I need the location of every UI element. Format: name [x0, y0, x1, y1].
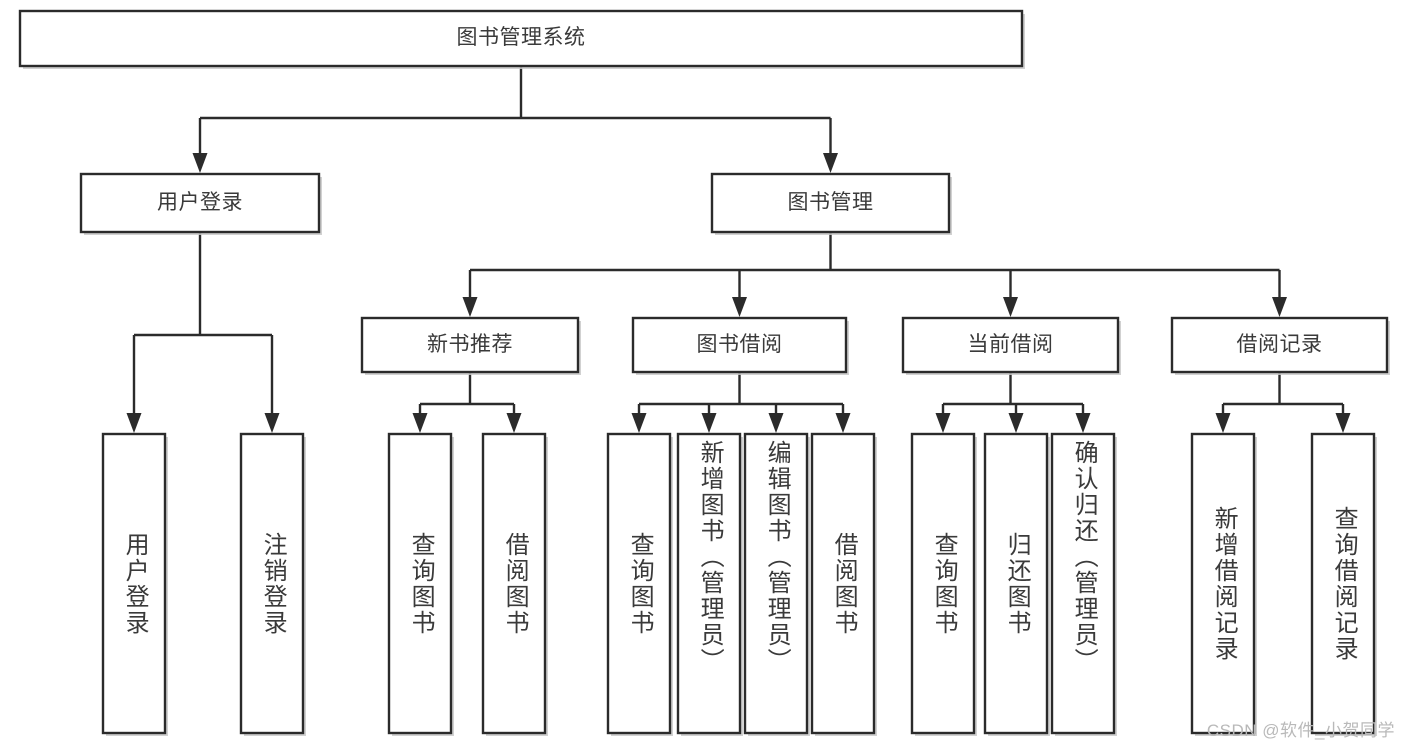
node-box-l2_record[interactable]: [1170, 316, 1389, 374]
arrow-head: [1008, 413, 1024, 433]
node-box-l2_current[interactable]: [901, 316, 1120, 374]
arrow-head: [732, 297, 747, 317]
node-box-leaf_cur_confirm[interactable]: [1050, 432, 1116, 735]
arrow-head: [1075, 413, 1091, 433]
node-box-leaf_rec_add[interactable]: [1190, 432, 1256, 735]
arrow-head: [1272, 297, 1287, 317]
node-box-l1_book_mgmt[interactable]: [710, 172, 951, 234]
arrow-head: [264, 413, 280, 433]
node-box-leaf_cur_query[interactable]: [910, 432, 976, 735]
node-box-leaf_bw_add[interactable]: [676, 432, 742, 735]
node-box-l2_new_book[interactable]: [360, 316, 580, 374]
arrow-head: [1003, 297, 1018, 317]
edges-layer: [126, 66, 1351, 433]
node-box-leaf_bw_query[interactable]: [606, 432, 672, 735]
watermark-text: CSDN @软件_小贺同学: [1206, 721, 1395, 740]
node-box-l2_borrow[interactable]: [631, 316, 848, 374]
arrow-head: [701, 413, 717, 433]
arrow-head: [506, 413, 522, 433]
node-box-l1_user_login[interactable]: [79, 172, 321, 234]
node-box-leaf_user_logout[interactable]: [239, 432, 305, 735]
node-box-leaf_nb_borrow[interactable]: [481, 432, 547, 735]
arrow-head: [823, 153, 838, 173]
node-box-leaf_rec_query[interactable]: [1310, 432, 1376, 735]
arrow-head: [768, 413, 784, 433]
arrow-head: [835, 413, 851, 433]
arrow-head: [192, 153, 208, 173]
arrow-head: [631, 413, 647, 433]
arrow-head: [126, 413, 142, 433]
node-box-leaf_nb_query[interactable]: [387, 432, 453, 735]
node-box-leaf_user_login[interactable]: [101, 432, 167, 735]
arrow-head: [1335, 413, 1351, 433]
node-box-leaf_bw_edit[interactable]: [743, 432, 809, 735]
node-box-leaf_cur_return[interactable]: [983, 432, 1049, 735]
arrow-head: [1215, 413, 1231, 433]
arrow-head: [462, 297, 478, 317]
node-box-root[interactable]: [18, 9, 1024, 68]
arrow-head: [412, 413, 428, 433]
node-box-leaf_bw_borrow[interactable]: [810, 432, 876, 735]
node-boxes-layer: [18, 9, 1389, 735]
arrow-head: [935, 413, 951, 433]
